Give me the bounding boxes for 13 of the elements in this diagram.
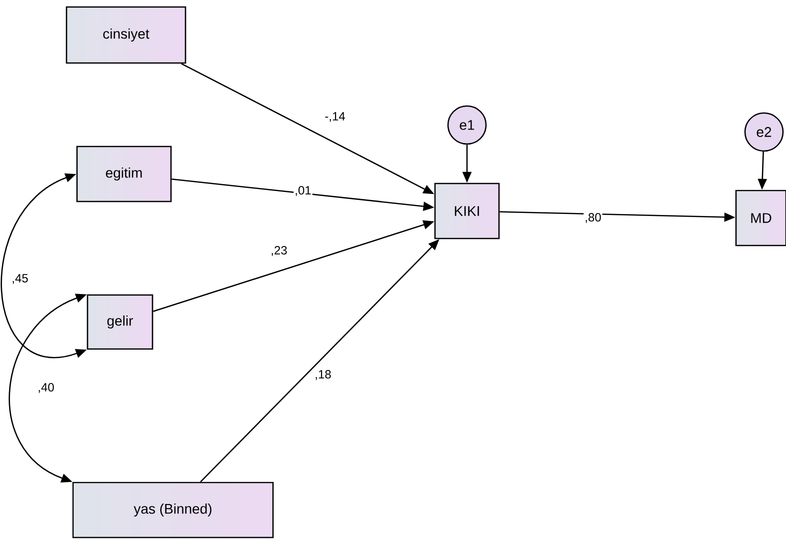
edge-label: ,45: [10, 273, 30, 285]
variable-box: egitim: [76, 146, 172, 202]
variable-box: cinsiyet: [66, 6, 186, 64]
edge-label: ,18: [314, 369, 332, 381]
edge-label: ,23: [270, 245, 288, 257]
edge-label: ,80: [584, 212, 602, 224]
edge-label: ,40: [36, 382, 56, 394]
variable-box: yas (Binned): [72, 482, 274, 538]
variable-box: MD: [735, 190, 786, 246]
variable-box: gelir: [86, 294, 154, 350]
edge-label: -,14: [324, 111, 346, 123]
edge-label: ,01: [294, 185, 312, 197]
variable-box: KIKI: [434, 182, 500, 240]
